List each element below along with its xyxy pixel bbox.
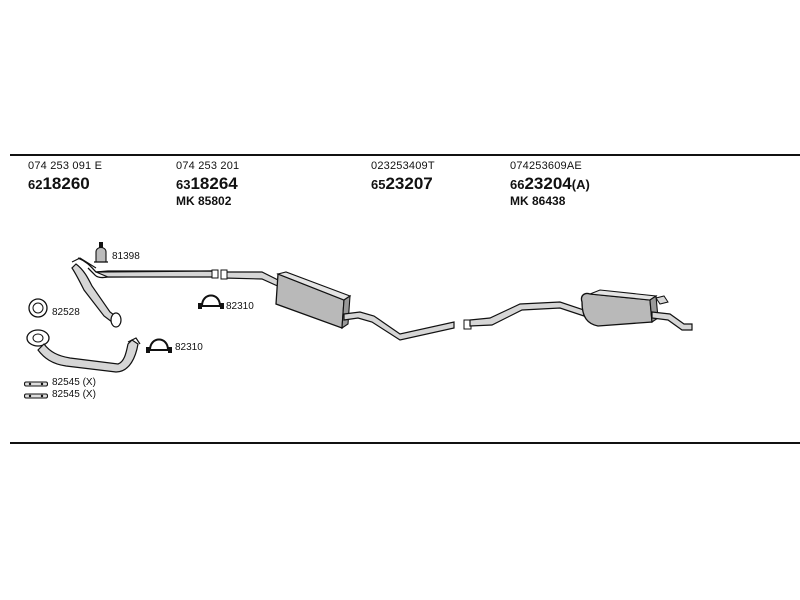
clamp-lower-label: 82310 xyxy=(175,342,203,353)
rear-silencer-drawing xyxy=(463,289,693,331)
top-rule xyxy=(10,154,800,156)
oem-number: 023253409T xyxy=(371,160,435,172)
ring-label: 82528 xyxy=(52,307,80,318)
part-code: 6523207 xyxy=(371,174,433,193)
mount-kit: MK 85802 xyxy=(176,194,232,208)
clamp-upper-label: 82310 xyxy=(226,301,254,312)
part-front-pipe: 074 253 091 E 6218260 xyxy=(28,160,103,193)
bracket-2-icon xyxy=(23,393,49,399)
bracket-2-label: 82545 (X) xyxy=(52,389,96,400)
part-code: 6623204(A) xyxy=(510,174,590,193)
hanger-label: 81398 xyxy=(112,251,140,262)
ring-icon xyxy=(28,298,48,318)
part-code: 6318264 xyxy=(176,174,238,193)
bracket-1-label: 82545 (X) xyxy=(52,377,96,388)
mount-kit: MK 86438 xyxy=(510,194,566,208)
oem-number: 074 253 201 xyxy=(176,160,240,172)
clamp-upper-icon xyxy=(198,294,224,309)
part-rear-silencer: 074253609AE 6623204(A) MK 86438 xyxy=(510,160,590,208)
hanger-icon xyxy=(94,242,108,263)
front-pipe-drawing xyxy=(71,257,219,328)
part-code: 6218260 xyxy=(28,174,90,193)
bottom-rule xyxy=(10,442,800,444)
oem-number: 074 253 091 E xyxy=(28,160,103,172)
part-intermediate-pipe: 074 253 201 6318264 MK 85802 xyxy=(176,160,240,208)
bracket-1-icon xyxy=(23,381,49,387)
clamp-lower-icon xyxy=(146,338,172,353)
part-middle-silencer: 023253409T 6523207 xyxy=(371,160,435,193)
oem-number: 074253609AE xyxy=(510,160,582,172)
downpipe-drawing xyxy=(26,329,141,373)
middle-silencer-drawing xyxy=(220,269,455,341)
